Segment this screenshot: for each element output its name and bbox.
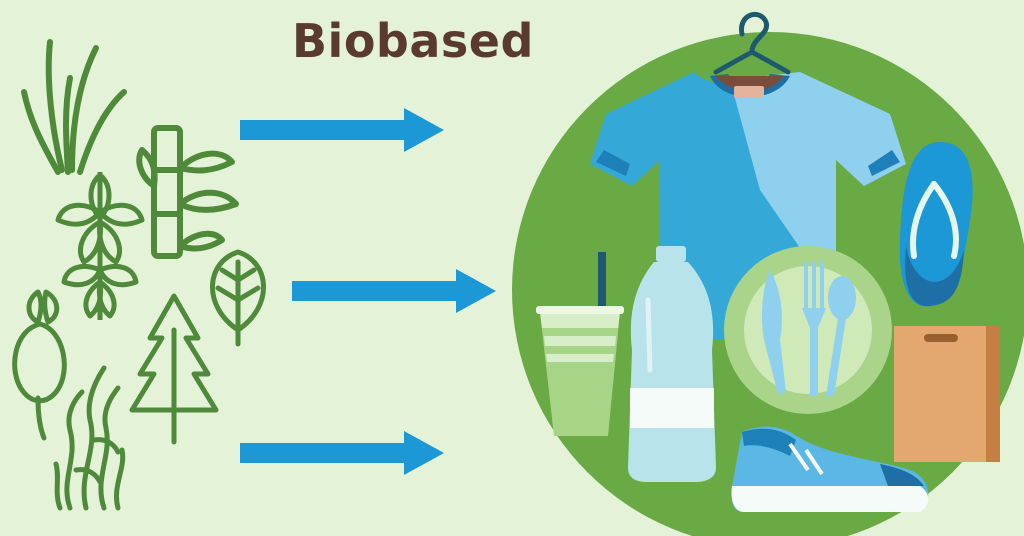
leafy-plant-icon [55, 172, 145, 320]
bamboo-icon [136, 125, 239, 259]
leaf-icon [210, 249, 266, 347]
beet-icon [12, 289, 67, 441]
arrow-top [240, 108, 444, 152]
seaweed-icon [53, 365, 126, 511]
grass-icon [21, 39, 127, 175]
cup-icon [536, 252, 624, 436]
sneaker-icon [731, 426, 929, 512]
cutlery-icon [762, 262, 856, 396]
flip-flop-icon [899, 142, 973, 307]
arrow-bottom [240, 431, 444, 475]
arrow-middle [292, 269, 496, 313]
tree-icon [129, 293, 219, 445]
diagram-title: Biobased [292, 14, 534, 68]
bottle-icon [628, 246, 716, 482]
hanger-icon [713, 11, 791, 75]
paper-bag-icon [894, 326, 1000, 462]
